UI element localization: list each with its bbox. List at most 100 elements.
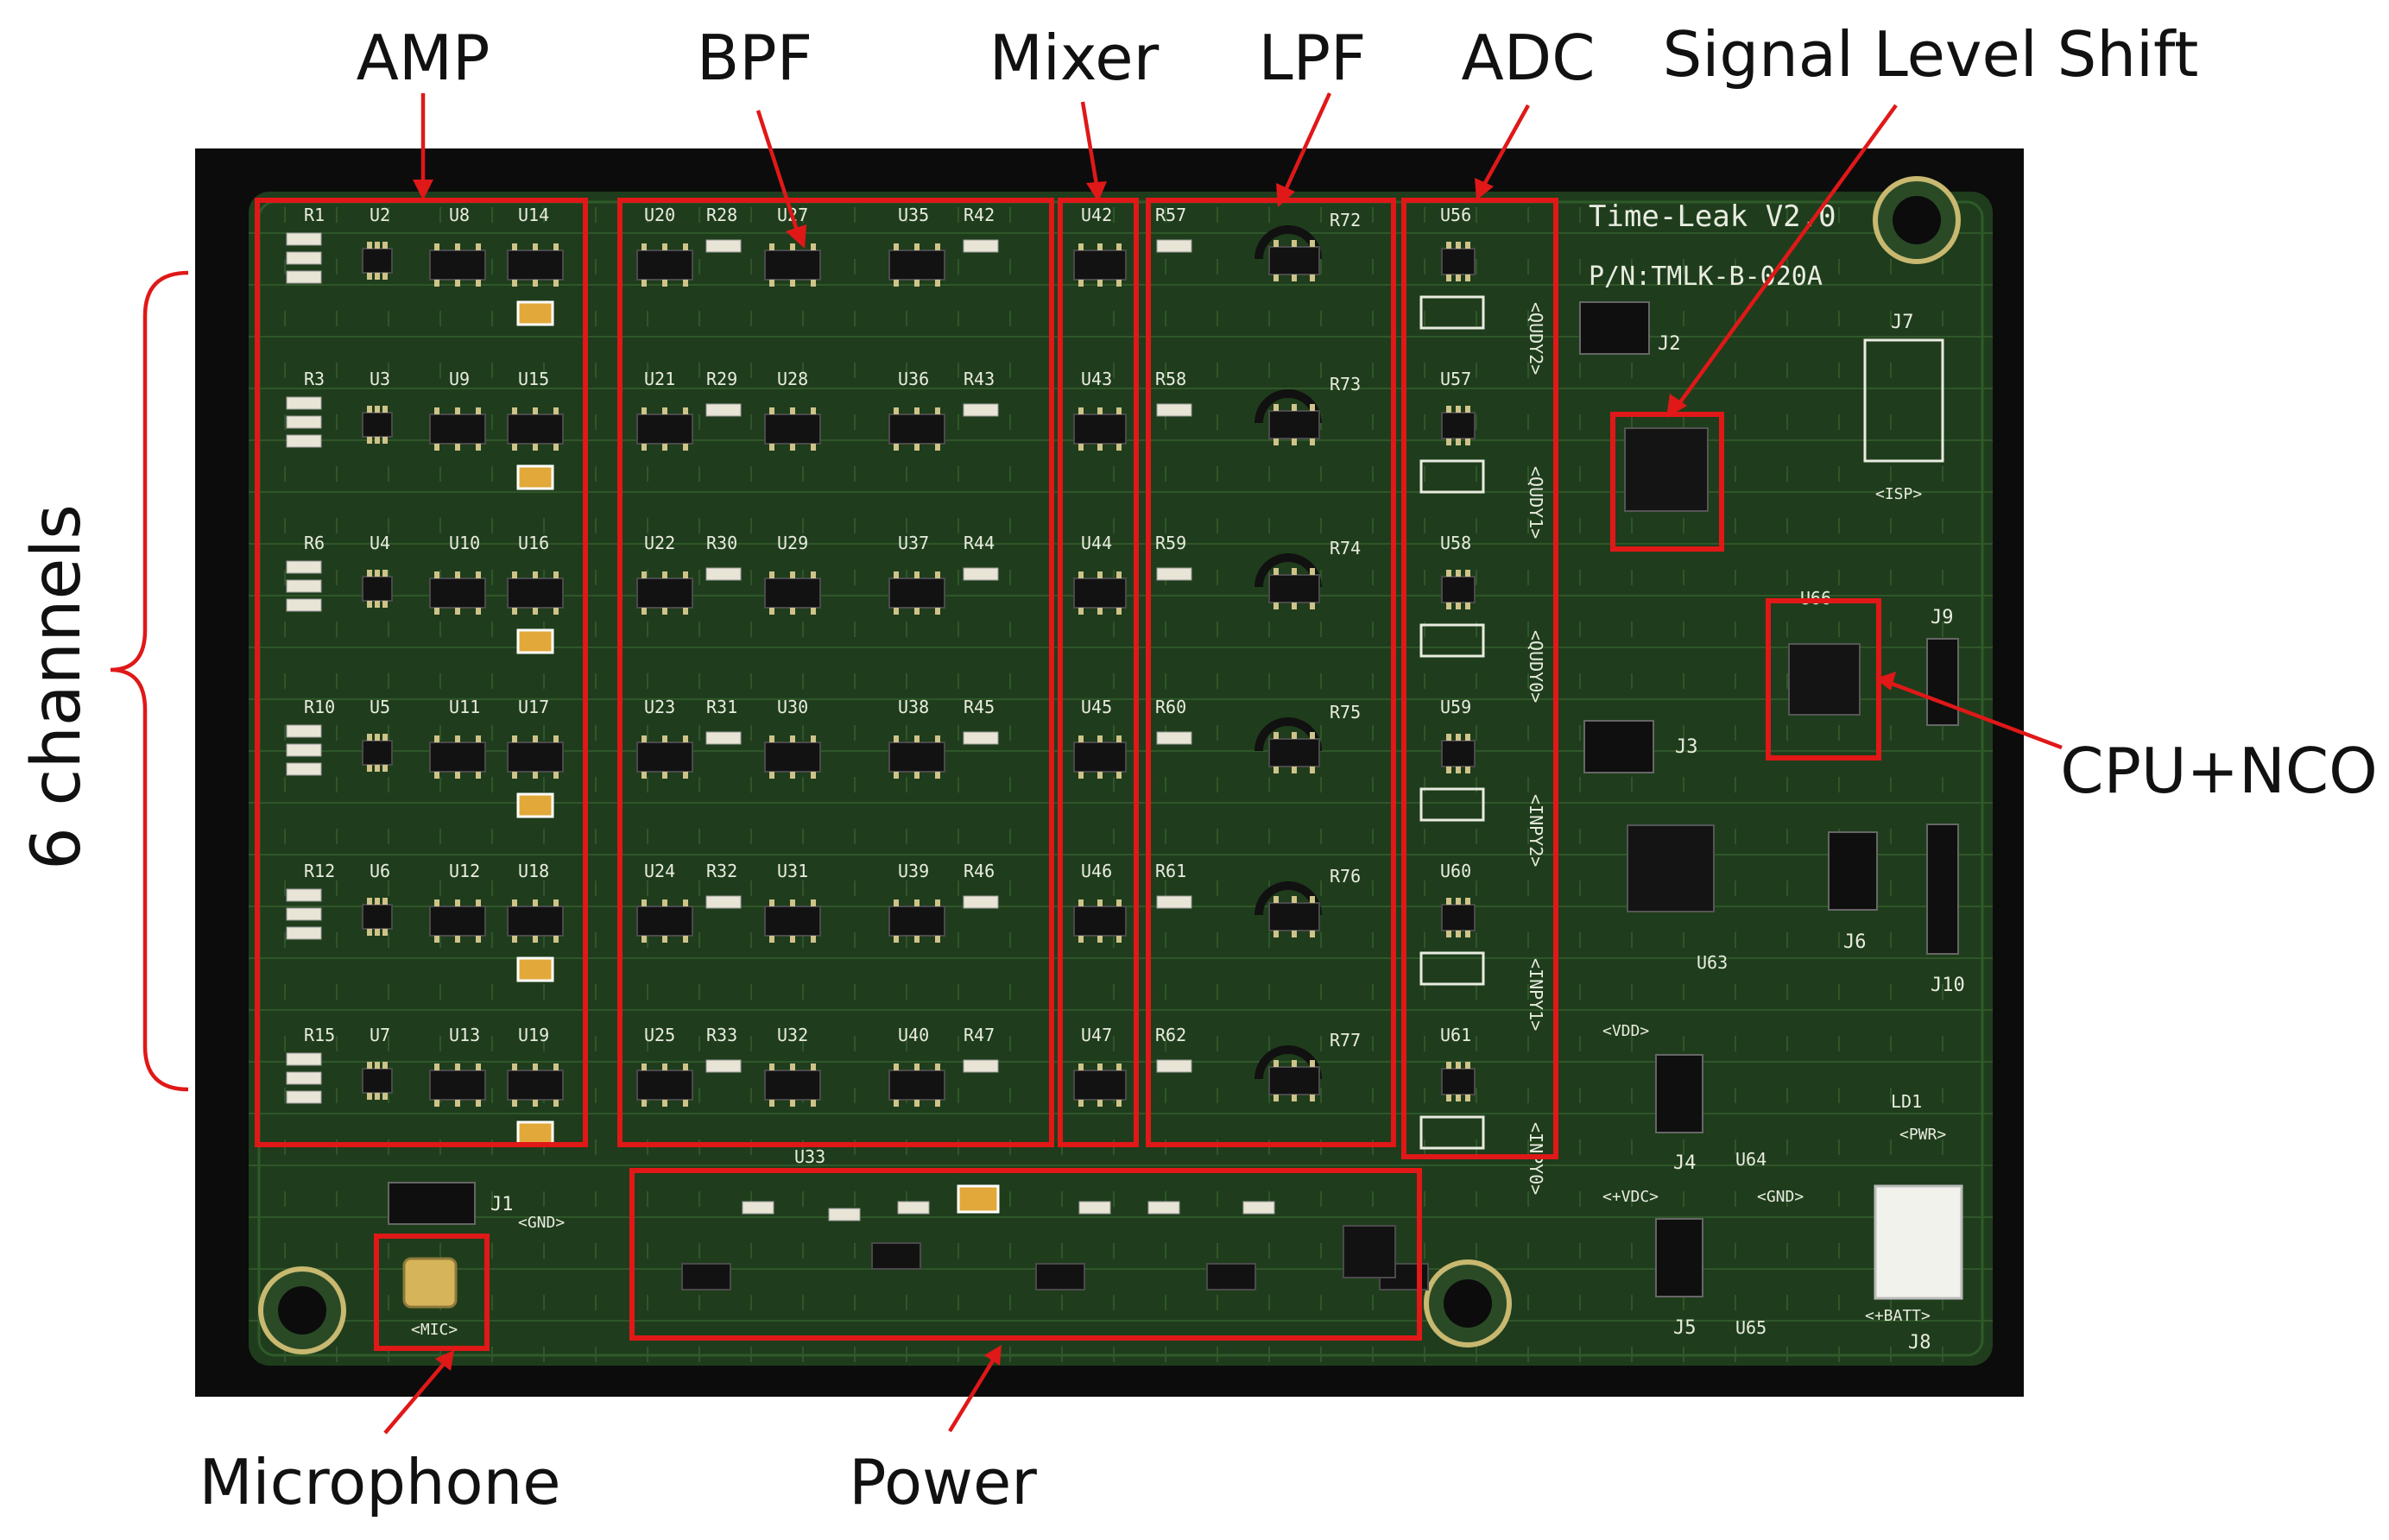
adc-chip <box>1441 1068 1476 1095</box>
amp-chip <box>507 249 564 281</box>
resistor <box>963 567 999 581</box>
adc-tag: <QUDY0> <box>1526 630 1546 703</box>
silk-ref: R59 <box>1155 533 1186 553</box>
silk-ref: U39 <box>898 861 929 881</box>
silk-ref: U13 <box>449 1025 480 1045</box>
silk-ref: R76 <box>1330 866 1361 887</box>
silk-ref: U31 <box>777 861 808 881</box>
connector-j10 <box>1926 824 1959 955</box>
silk-ref: U5 <box>370 697 390 717</box>
adc-cap-pad <box>1419 623 1485 658</box>
silk-ref: U20 <box>644 205 675 225</box>
resistor <box>963 731 999 745</box>
lpf-label: LPF <box>1259 22 1367 94</box>
resistor <box>286 907 322 921</box>
resistor <box>963 895 999 909</box>
connector-j3 <box>1583 720 1654 773</box>
power-box <box>629 1168 1422 1341</box>
resistor <box>286 232 322 246</box>
amp-opamp-chip <box>362 248 393 274</box>
mixer-chip <box>1073 906 1127 937</box>
resistor <box>1156 895 1192 909</box>
silk-ref: R77 <box>1330 1030 1361 1051</box>
svg-text:J2: J2 <box>1658 333 1681 355</box>
lpf-chip <box>1268 902 1320 931</box>
resistor <box>1156 731 1192 745</box>
silk-ref: U14 <box>518 205 549 225</box>
resistor <box>286 1090 322 1104</box>
amp-chip <box>507 742 564 773</box>
resistor <box>963 239 999 253</box>
silk-ref: R58 <box>1155 369 1186 389</box>
amp-chip <box>429 742 486 773</box>
lpf-chip <box>1268 738 1320 767</box>
bpf-chip <box>888 906 945 937</box>
power-label: Power <box>849 1446 1037 1518</box>
silk-ref: U59 <box>1440 697 1471 717</box>
resistor <box>286 926 322 940</box>
silk-ref: U56 <box>1440 205 1471 225</box>
silk-ref: U18 <box>518 861 549 881</box>
resistor <box>286 762 322 776</box>
mixer-chip <box>1073 249 1127 281</box>
svg-text:<VDD>: <VDD> <box>1602 1022 1649 1040</box>
adc-box <box>1401 198 1558 1159</box>
resistor <box>1156 567 1192 581</box>
silk-ref: R43 <box>964 369 995 389</box>
adc-chip <box>1441 248 1476 275</box>
adc-chip <box>1441 576 1476 603</box>
amp-opamp-chip <box>362 904 393 930</box>
bpf-chip <box>888 578 945 609</box>
silk-ref: R10 <box>304 697 335 717</box>
silk-ref: U44 <box>1081 533 1112 553</box>
tantalum-capacitor <box>957 1184 1000 1214</box>
svg-text:<GND>: <GND> <box>1757 1188 1804 1206</box>
silk-ref: U21 <box>644 369 675 389</box>
bpf-chip <box>764 742 821 773</box>
channels-brace <box>110 270 189 1092</box>
silk-ref: R61 <box>1155 861 1186 881</box>
resistor <box>286 579 322 593</box>
silk-ref: U43 <box>1081 369 1112 389</box>
resistor <box>705 567 742 581</box>
silk-ref: U9 <box>449 369 470 389</box>
connector-j7 <box>1863 338 1944 463</box>
silk-ref: U60 <box>1440 861 1471 881</box>
silk-ref: U57 <box>1440 369 1471 389</box>
silk-ref: U30 <box>777 697 808 717</box>
resistor <box>1078 1201 1111 1215</box>
adc-cap-pad <box>1419 1115 1485 1150</box>
microphone-label: Microphone <box>199 1446 560 1518</box>
silk-ref: U23 <box>644 697 675 717</box>
svg-text:J7: J7 <box>1891 312 1914 333</box>
u63-label: U63 <box>1697 952 1728 973</box>
lpf-box <box>1146 198 1396 1147</box>
silk-ref: U38 <box>898 697 929 717</box>
silk-ref: R75 <box>1330 702 1361 723</box>
adc-tag: <INPY2> <box>1526 794 1546 867</box>
tantalum-capacitor <box>516 1120 554 1146</box>
mixer-label: Mixer <box>989 22 1160 94</box>
mixer-chip <box>1073 1070 1127 1101</box>
resistor <box>828 1208 861 1221</box>
connector-j9 <box>1926 638 1959 726</box>
resistor <box>286 1071 322 1085</box>
silk-ref: R44 <box>964 533 995 553</box>
board-title: Time-Leak V2.0 <box>1589 199 1836 234</box>
svg-text:J4: J4 <box>1673 1152 1697 1174</box>
silk-ref: R30 <box>706 533 737 553</box>
resistor <box>705 1059 742 1073</box>
resistor <box>286 560 322 574</box>
silk-ref: U11 <box>449 697 480 717</box>
lpf-chip <box>1268 410 1320 439</box>
amp-chip <box>507 413 564 445</box>
signal-level-shift-label: Signal Level Shift <box>1663 18 2199 91</box>
silk-ref: U10 <box>449 533 480 553</box>
resistor <box>897 1201 930 1215</box>
resistor <box>286 1052 322 1066</box>
svg-text:<+BATT>: <+BATT> <box>1865 1307 1931 1325</box>
resistor <box>286 724 322 738</box>
bpf-chip <box>764 906 821 937</box>
